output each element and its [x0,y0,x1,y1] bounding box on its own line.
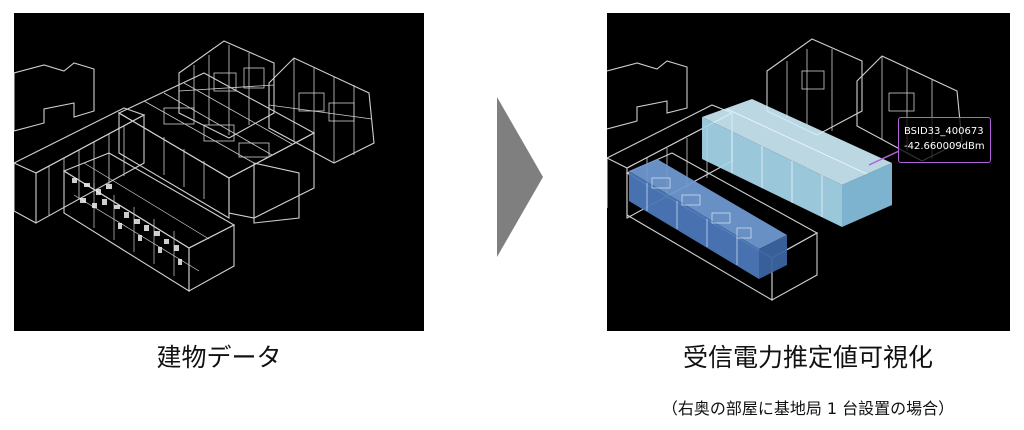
highlight-corridor [629,159,787,279]
building-data-caption: 建物データ [156,343,282,372]
power-visualization [607,38,963,301]
visualization-caption: 受信電力推定値可視化 [682,343,934,372]
tooltip-station-id: BSID33_400673 [904,126,984,137]
signal-tooltip: BSID33_400673 -42.660009dBm [898,117,991,163]
building-data-view [14,13,424,331]
received-power-view: BSID33_400673 -42.660009dBm [607,13,1010,331]
visualization-note: （右奥の部屋に基地局 1 台設置の場合） [661,399,955,418]
arrow-right-icon [497,97,543,257]
building-wireframe [14,40,375,292]
tooltip-power-value: -42.660009dBm [904,141,985,152]
highlight-room [702,99,892,227]
